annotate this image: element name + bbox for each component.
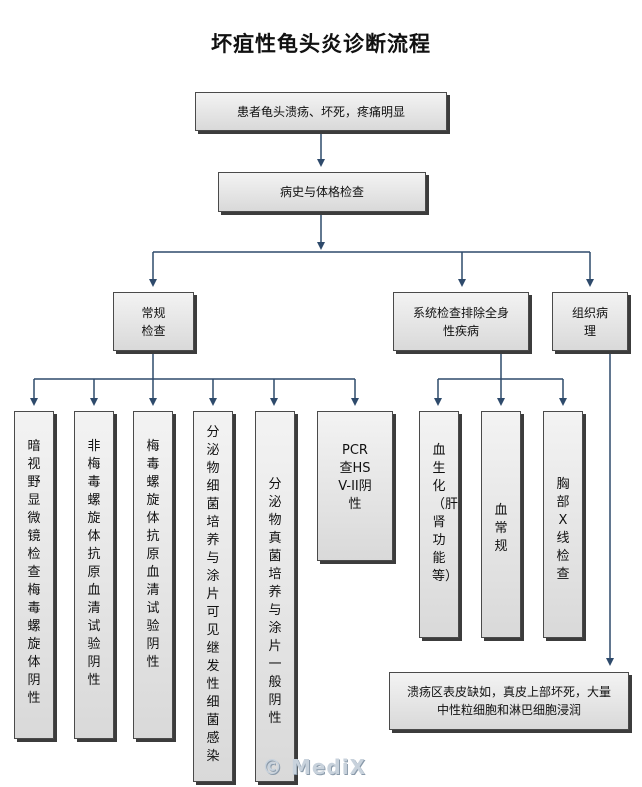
node-darkfield: 暗视野显微镜检查梅毒螺旋体阴性 xyxy=(14,411,54,739)
node-pathology-result-label: 溃疡区表皮缺如，真皮上部坏死，大量中性粒细胞和淋巴细胞浸润 xyxy=(406,685,611,717)
node-biochem: 血生化（肝肾功能等） xyxy=(419,411,459,638)
node-symptom: 患者龟头溃疡、坏死，疼痛明显 xyxy=(195,92,447,131)
node-history: 病史与体格检查 xyxy=(218,172,426,212)
node-symptom-label: 患者龟头溃疡、坏死，疼痛明显 xyxy=(236,104,405,119)
node-treponemal-label: 梅毒螺旋体抗原血清试验阴性 xyxy=(146,439,160,670)
node-fungal: 分泌物真菌培养与涂片一般阴性 xyxy=(255,411,295,782)
node-fungal-label: 分泌物真菌培养与涂片一般阴性 xyxy=(268,477,282,726)
node-treponemal: 梅毒螺旋体抗原血清试验阴性 xyxy=(133,411,173,739)
node-history-label: 病史与体格检查 xyxy=(279,185,364,199)
node-routine-label: 常规检查 xyxy=(141,305,166,338)
node-nontreponemal-label: 非梅毒螺旋体抗原血清试验阴性 xyxy=(87,439,101,688)
watermark: © MediX xyxy=(262,755,367,779)
node-pcr: PCR查HSV-II阴性 xyxy=(317,411,393,561)
node-nontreponemal: 非梅毒螺旋体抗原血清试验阴性 xyxy=(74,411,114,739)
node-xray-label: 胸部X线检查 xyxy=(556,477,570,582)
node-xray: 胸部X线检查 xyxy=(543,411,583,638)
node-darkfield-label: 暗视野显微镜检查梅毒螺旋体阴性 xyxy=(27,439,41,706)
node-pcr-label: PCR查HSV-II阴性 xyxy=(338,443,372,512)
page-title: 坏疽性龟头炎诊断流程 xyxy=(211,32,431,56)
node-systemic: 系统检查排除全身性疾病 xyxy=(393,292,529,351)
node-systemic-label: 系统检查排除全身性疾病 xyxy=(412,305,509,338)
node-blood-label: 血常规 xyxy=(494,503,508,554)
node-bacterial-label: 分泌物细菌培养与涂片可见继发性细菌感染 xyxy=(206,425,220,764)
node-blood: 血常规 xyxy=(481,411,521,638)
node-biochem-label: 血生化（肝肾功能等） xyxy=(432,443,459,584)
node-routine: 常规检查 xyxy=(113,292,194,351)
node-pathology-label: 组织病理 xyxy=(571,305,608,338)
node-pathology: 组织病理 xyxy=(552,292,628,351)
node-pathology-result: 溃疡区表皮缺如，真皮上部坏死，大量中性粒细胞和淋巴细胞浸润 xyxy=(389,672,629,730)
node-bacterial: 分泌物细菌培养与涂片可见继发性细菌感染 xyxy=(193,411,233,782)
